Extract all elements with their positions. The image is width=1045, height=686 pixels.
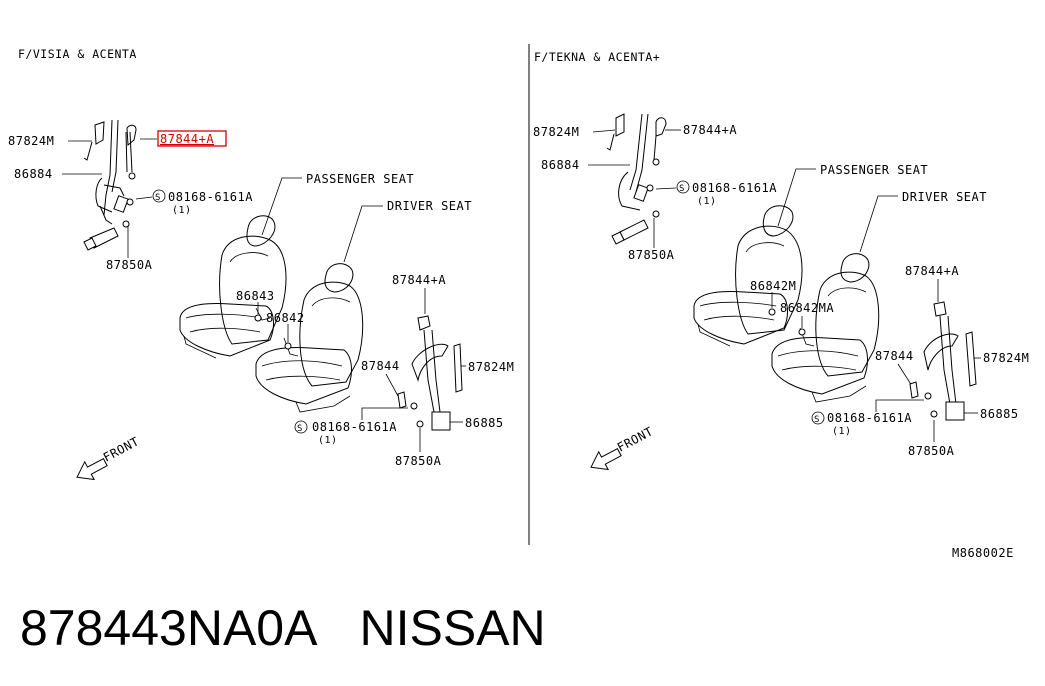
left-driver-seat (255, 263, 364, 413)
right-label-buckle: 87850A (628, 248, 675, 262)
right-label-r-bolt: 08168-6161A (827, 411, 912, 425)
right-label-r-upper: 87844+A (905, 264, 959, 278)
right-label-front: FRONT (615, 424, 656, 454)
left-label-r-bolt: 08168-6161A (312, 420, 397, 434)
left-label-driver-seat: DRIVER SEAT (387, 199, 472, 213)
left-label-bolt: 08168-6161A (168, 190, 253, 204)
left-label-r-bolt-qty: (1) (318, 435, 338, 446)
left-label-r-upper: 87844+A (392, 273, 446, 287)
right-panel: F/TEKNA & ACENTA+ 87824M 87844+A 86884 S… (533, 50, 1029, 560)
screw-symbol-icon-3 (676, 180, 690, 194)
brand-name: NISSAN (359, 600, 546, 656)
highlighted-part-label[interactable]: 87844+A (160, 132, 214, 146)
left-label-passenger-seat: PASSENGER SEAT (306, 172, 414, 186)
left-label-r-anchor: 86885 (465, 416, 504, 430)
left-passenger-seat (179, 215, 287, 359)
left-label-r-buckle: 87850A (395, 454, 442, 468)
right-label-passenger-seat: PASSENGER SEAT (820, 163, 928, 177)
right-right-belt-assembly (909, 301, 977, 421)
right-label-r-buckle: 87850A (908, 444, 955, 458)
right-passenger-seat (693, 205, 803, 347)
left-belt-assembly (83, 119, 137, 251)
right-label-buckle-d: 86842MA (780, 301, 834, 315)
highlight-box (157, 130, 227, 147)
svg-text:S: S (297, 424, 303, 434)
left-label-front: FRONT (101, 434, 142, 464)
left-label-buckle: 87850A (106, 258, 153, 272)
right-label-r-bolt-qty: (1) (832, 426, 852, 437)
left-label-bolt-qty: (1) (172, 205, 192, 216)
svg-text:S: S (679, 184, 685, 194)
right-label-anchor: 86884 (541, 158, 580, 172)
right-driver-seat (771, 253, 880, 403)
right-panel-title: F/TEKNA & ACENTA+ (534, 50, 660, 64)
left-label-buckle-d: 86842 (266, 311, 305, 325)
right-label-r-anchor: 86885 (980, 407, 1019, 421)
right-label-r-retractor: 87824M (983, 351, 1029, 365)
right-front-arrow-icon (590, 447, 622, 471)
right-label-bolt: 08168-6161A (692, 181, 777, 195)
right-label-r-guide: 87844 (875, 349, 914, 363)
left-label-r-retractor: 87824M (468, 360, 514, 374)
left-panel-title: F/VISIA & ACENTA (18, 47, 137, 61)
right-label-bolt-qty: (1) (697, 196, 717, 207)
diagram-code: M868002E (952, 546, 1014, 560)
left-label-buckle-p: 86843 (236, 289, 275, 303)
svg-text:S: S (814, 415, 820, 425)
left-front-arrow-icon (76, 457, 108, 481)
right-label-retractor: 87824M (533, 125, 579, 139)
left-right-belt-assembly (397, 315, 463, 431)
svg-text:S: S (155, 193, 161, 203)
part-number: 878443NA0A (20, 600, 318, 656)
right-label-buckle-p: 86842M (750, 279, 796, 293)
screw-symbol-icon-2 (294, 420, 308, 434)
part-caption: 878443NA0A NISSAN (20, 598, 546, 658)
parts-diagram: F/VISIA & ACENTA 87824M 87844+A 86884 S … (8, 44, 1029, 560)
left-panel: F/VISIA & ACENTA 87824M 87844+A 86884 S … (8, 47, 514, 481)
left-label-r-guide: 87844 (361, 359, 400, 373)
right-label-upper: 87844+A (683, 123, 737, 137)
right-label-driver-seat: DRIVER SEAT (902, 190, 987, 204)
right-belt-assembly (606, 113, 667, 245)
screw-symbol-icon-4 (811, 411, 825, 425)
left-label-retractor: 87824M (8, 134, 54, 148)
screw-symbol-icon (152, 189, 166, 203)
left-label-anchor: 86884 (14, 167, 53, 181)
